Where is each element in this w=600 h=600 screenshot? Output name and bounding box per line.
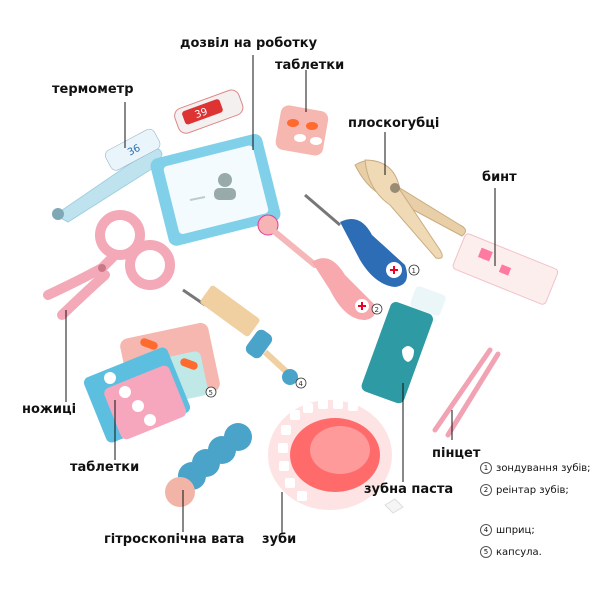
legend-text: капсула. bbox=[496, 546, 542, 558]
legend-text: реінтар зубів; bbox=[496, 484, 569, 496]
legend-number: 2 bbox=[480, 484, 492, 496]
legend-item: 1 зондування зубів; bbox=[480, 462, 591, 474]
thermometer-item: 36 bbox=[52, 128, 163, 223]
label-cotton: гітроскопічна вата bbox=[104, 532, 245, 547]
legend-number: 5 bbox=[480, 546, 492, 558]
leader-lines bbox=[65, 55, 496, 533]
digital-thermometer-item: 39 bbox=[174, 89, 244, 134]
toothpaste-item bbox=[361, 286, 446, 404]
mirror-marker: 2 bbox=[375, 306, 379, 314]
tweezers-item bbox=[432, 347, 501, 438]
legend-text: шприц; bbox=[496, 524, 535, 536]
legend-text: зондування зубів; bbox=[496, 462, 591, 474]
label-tweezers: пінцет bbox=[432, 446, 481, 461]
label-pills-top: таблетки bbox=[275, 58, 345, 73]
label-toothpaste: зубна паста bbox=[364, 482, 454, 497]
dental-probe-item: 1 bbox=[304, 193, 420, 287]
thermometer-2-display-text: 39 bbox=[194, 106, 210, 121]
legend-number: 1 bbox=[480, 462, 492, 474]
legend-number: 4 bbox=[480, 524, 492, 536]
pliers-item bbox=[354, 159, 466, 259]
dental-mirror-item: 2 bbox=[257, 214, 383, 320]
label-work-permit: дозвіл на роботку bbox=[180, 36, 318, 51]
legend-item: 5 капсула. bbox=[480, 546, 542, 558]
legend-item: 2 реінтар зубів; bbox=[480, 484, 569, 496]
bandage-item bbox=[452, 233, 559, 305]
thermometer-display-text: 36 bbox=[126, 143, 142, 159]
label-scissors: ножиці bbox=[22, 402, 77, 417]
pills-bottom-item bbox=[83, 347, 191, 443]
label-teeth: зуби bbox=[262, 532, 297, 547]
cotton-item bbox=[165, 423, 252, 507]
label-bandage: бинт bbox=[482, 170, 517, 185]
label-pliers: плоскогубці bbox=[348, 116, 440, 131]
legend-item: 4 шприц; bbox=[480, 524, 535, 536]
label-thermometer: термометр bbox=[52, 82, 134, 97]
pills-top-item bbox=[275, 105, 329, 156]
probe-marker: 1 bbox=[412, 267, 416, 275]
syringe-marker: 4 bbox=[299, 380, 304, 388]
capsule-marker: 5 bbox=[209, 389, 213, 397]
teeth-model-item bbox=[268, 399, 404, 514]
work-permit-badge-item bbox=[150, 134, 281, 246]
label-pills-bottom: таблетки bbox=[70, 460, 140, 475]
syringe-item: 4 bbox=[182, 285, 307, 389]
scissors-item bbox=[43, 210, 175, 320]
